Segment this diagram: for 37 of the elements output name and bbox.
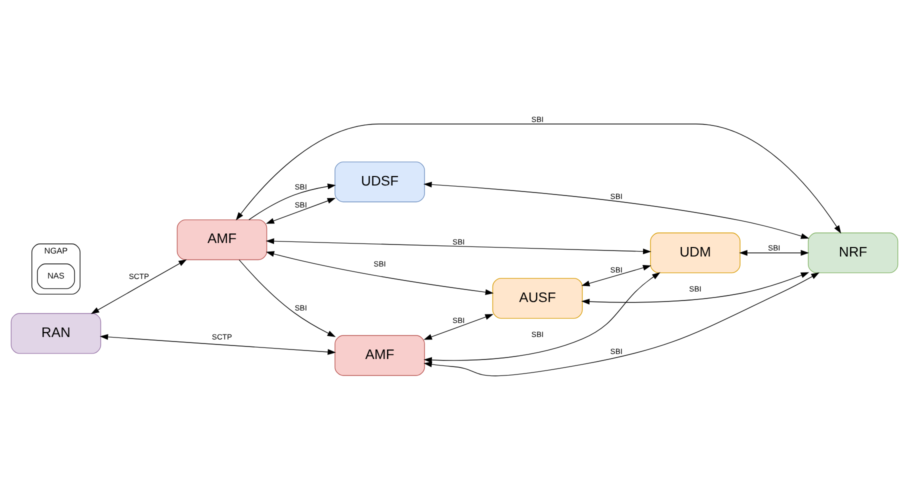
arrow: [424, 272, 660, 363]
arrow: [266, 251, 494, 296]
node-box: UDSF: [334, 162, 425, 202]
edge-label: SBI: [374, 259, 386, 268]
edge-label: SBI: [531, 114, 544, 124]
arrow: [248, 184, 336, 220]
arrow: [739, 250, 810, 256]
node-box: AMF: [334, 335, 425, 376]
edge-label: SBI: [294, 304, 307, 313]
edge-label: SBI: [689, 284, 702, 294]
arrow: [581, 264, 652, 286]
arrow: [424, 182, 810, 239]
edge-label: SCTP: [212, 332, 232, 342]
edge-label: SBI: [610, 266, 622, 275]
arrow: [424, 314, 494, 340]
arrow: [266, 238, 652, 254]
arrow: [236, 124, 842, 234]
arrow: [266, 198, 336, 224]
edge-label: SBI: [452, 316, 465, 325]
node-box: AMF: [176, 219, 268, 260]
node-box: UDM: [650, 232, 740, 274]
edge-label: SBI: [610, 346, 622, 356]
node-box: NRF: [808, 232, 898, 274]
edge-label: SBI: [294, 182, 307, 192]
arrow: [424, 272, 820, 376]
edge-label: SCTP: [128, 272, 150, 281]
node-box: AUSF: [492, 278, 583, 319]
arrow: [581, 272, 810, 305]
edge-label: SBI: [452, 237, 465, 246]
edge-label: SBI: [610, 192, 622, 201]
arrow: [100, 334, 336, 355]
edge-label: SBI: [768, 244, 780, 253]
arrow: [238, 259, 336, 338]
edge-label: SBI: [294, 200, 307, 210]
arrow: [90, 259, 187, 314]
edge-label: SBI: [531, 330, 544, 339]
node-box: RAN: [10, 313, 102, 354]
